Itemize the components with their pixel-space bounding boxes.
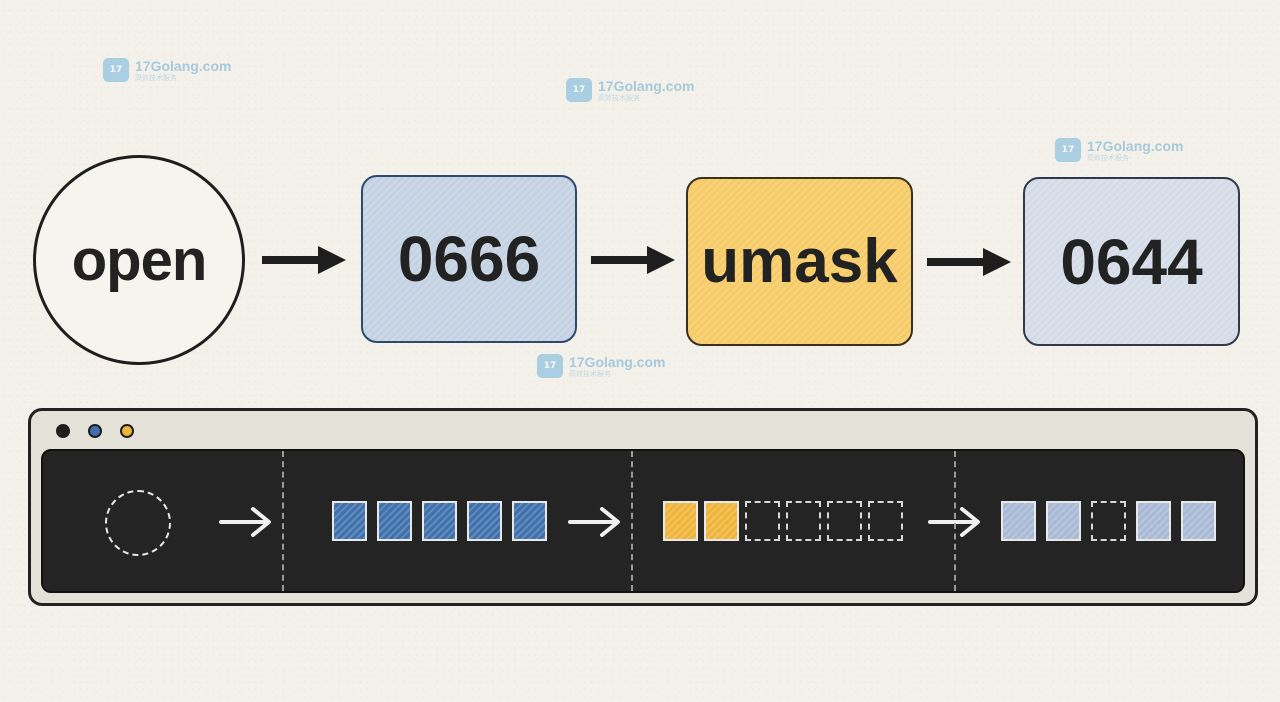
bit-clear (786, 501, 821, 541)
watermark-site: 17Golang.com (1087, 137, 1184, 154)
bit-set (1136, 501, 1171, 541)
minimize-dot-icon[interactable] (88, 424, 102, 438)
zoom-dot-icon[interactable] (120, 424, 134, 438)
watermark: 17 17Golang.com 高效技术服务 (566, 78, 694, 102)
bit-set (704, 501, 739, 541)
watermark: 17 17Golang.com 高效技术服务 (1055, 138, 1183, 162)
site-logo-icon: 17 (537, 354, 563, 378)
watermark-site: 17Golang.com (135, 57, 232, 74)
terminal-screen (41, 449, 1245, 593)
terminal-window (28, 408, 1258, 606)
watermark-tagline: 高效技术服务 (569, 370, 611, 378)
right-arrow-icon (568, 507, 620, 537)
umask-box: umask (686, 177, 913, 346)
site-logo-icon: 17 (566, 78, 592, 102)
dashed-circle-icon (105, 490, 171, 556)
bit-set (377, 501, 412, 541)
requested-bits-row (332, 501, 547, 541)
right-arrow-icon (591, 246, 675, 274)
site-logo-icon: 17 (103, 58, 129, 82)
result-bits-row (1001, 501, 1216, 541)
right-arrow-icon (927, 248, 1011, 276)
watermark-site: 17Golang.com (598, 77, 695, 94)
mask-bits-row (663, 501, 903, 541)
requested-mode-box: 0666 (361, 175, 577, 343)
section-divider (631, 451, 633, 591)
bit-set (422, 501, 457, 541)
bit-set (1001, 501, 1036, 541)
watermark-tagline: 高效技术服务 (135, 74, 177, 82)
bit-set (1181, 501, 1216, 541)
bit-clear (1091, 501, 1126, 541)
open-call-node: open (33, 155, 245, 365)
site-logo-icon: 17 (1055, 138, 1081, 162)
section-divider (954, 451, 956, 591)
right-arrow-icon (928, 507, 980, 537)
section-divider (282, 451, 284, 591)
watermark-site: 17Golang.com (569, 353, 666, 370)
right-arrow-icon (262, 246, 346, 274)
bit-clear (827, 501, 862, 541)
close-dot-icon[interactable] (56, 424, 70, 438)
watermark-tagline: 高效技术服务 (598, 94, 640, 102)
watermark-tagline: 高效技术服务 (1087, 154, 1129, 162)
result-mode-box: 0644 (1023, 177, 1240, 346)
watermark: 17 17Golang.com 高效技术服务 (103, 58, 231, 82)
bit-set (663, 501, 698, 541)
bit-clear (745, 501, 780, 541)
bit-set (1046, 501, 1081, 541)
bit-set (332, 501, 367, 541)
watermark: 17 17Golang.com 高效技术服务 (537, 354, 665, 378)
bit-set (512, 501, 547, 541)
bit-set (467, 501, 502, 541)
bit-clear (868, 501, 903, 541)
right-arrow-icon (219, 507, 271, 537)
